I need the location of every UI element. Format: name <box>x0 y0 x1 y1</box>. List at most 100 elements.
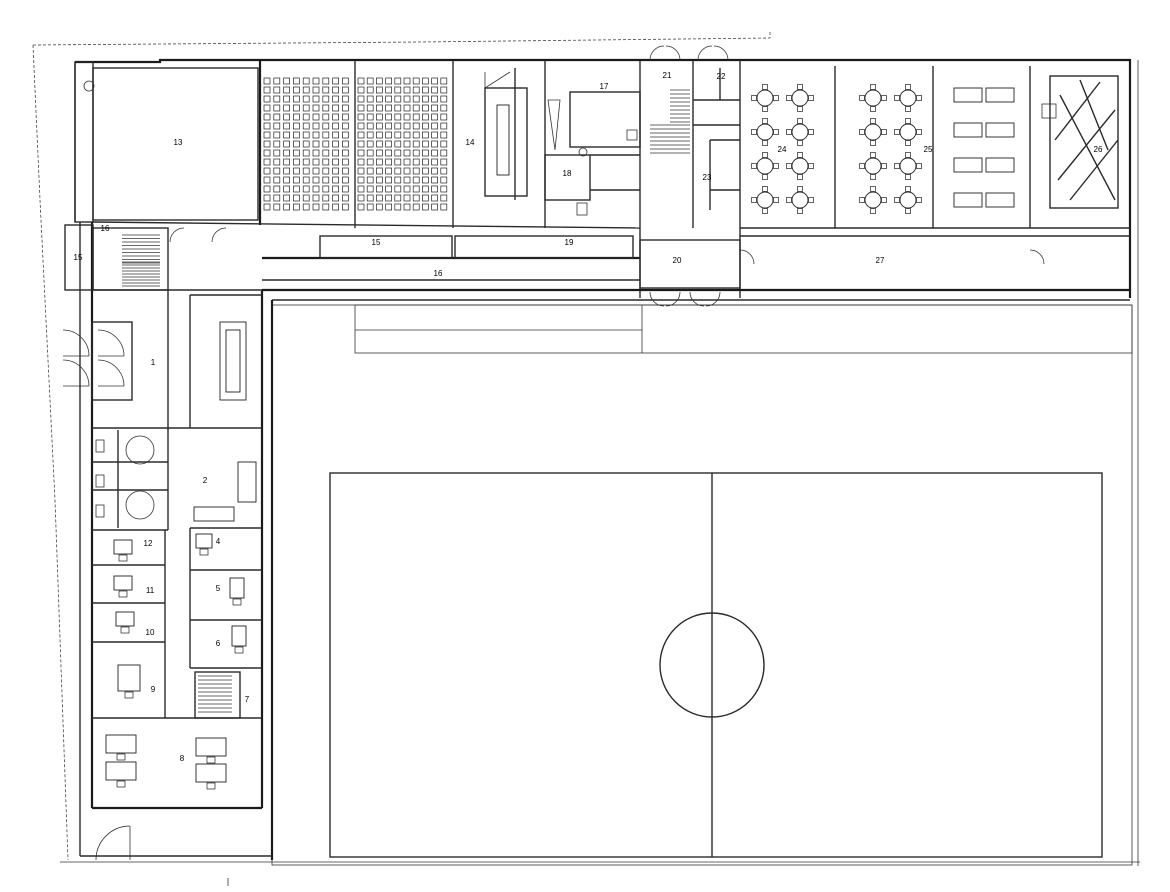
desk <box>195 533 213 549</box>
desk-chair <box>199 548 209 556</box>
table-chair <box>797 186 803 192</box>
room-label-24: 24 <box>778 145 787 154</box>
seat <box>366 122 374 130</box>
seat <box>412 122 420 130</box>
room-label-14: 14 <box>466 138 475 147</box>
table-chair <box>870 118 876 124</box>
seat <box>283 176 290 184</box>
seat <box>440 158 448 166</box>
seat <box>403 77 411 85</box>
seat <box>394 185 402 193</box>
toilet-bowl <box>95 474 105 488</box>
seat <box>273 86 281 94</box>
table-chair <box>859 197 865 203</box>
table-chair <box>881 197 887 203</box>
desk <box>195 737 227 757</box>
seat <box>412 95 420 103</box>
rect-table <box>953 157 983 173</box>
desk-chair <box>206 782 216 790</box>
room-label-17: 17 <box>600 82 609 91</box>
seat <box>440 149 448 157</box>
round-table <box>899 89 917 107</box>
seat <box>342 140 349 148</box>
table-chair <box>786 129 792 135</box>
table-chair <box>870 84 876 90</box>
seat <box>342 149 349 157</box>
seat <box>342 176 349 184</box>
desk <box>117 664 141 692</box>
seat <box>273 194 281 202</box>
corridor-north <box>319 235 741 289</box>
door-swing <box>62 329 90 357</box>
seat <box>357 104 365 112</box>
seat <box>273 104 281 112</box>
table-chair <box>916 197 922 203</box>
seat <box>332 185 339 193</box>
seat <box>403 149 411 157</box>
seat <box>422 131 429 139</box>
seat <box>366 86 374 94</box>
room-26-art <box>1041 75 1119 209</box>
room-label-15a: 15 <box>74 253 83 262</box>
table-chair <box>905 140 911 146</box>
seat <box>263 95 271 103</box>
seat <box>440 131 448 139</box>
seat <box>302 95 310 103</box>
seat <box>440 194 448 202</box>
seat <box>332 194 339 202</box>
room-label-26: 26 <box>1094 145 1103 154</box>
seat <box>403 140 411 148</box>
seat <box>332 140 339 148</box>
seat <box>283 194 290 202</box>
seat <box>376 140 383 148</box>
seat <box>394 149 402 157</box>
seat <box>376 203 383 211</box>
desk <box>115 611 135 627</box>
seat <box>385 140 392 148</box>
seat <box>342 122 349 130</box>
table-chair <box>916 95 922 101</box>
seat <box>422 167 429 175</box>
seat <box>403 167 411 175</box>
desk <box>231 625 247 647</box>
seat <box>440 113 448 121</box>
seat <box>431 158 438 166</box>
table-chair <box>905 106 911 112</box>
seat <box>293 77 300 85</box>
seat <box>263 176 271 184</box>
seat <box>366 194 374 202</box>
seat <box>283 149 290 157</box>
seat <box>366 140 374 148</box>
seat <box>376 122 383 130</box>
seat <box>366 176 374 184</box>
desk-chair <box>124 691 134 699</box>
round-table <box>756 89 774 107</box>
seat <box>342 194 349 202</box>
seat <box>376 185 383 193</box>
seat <box>302 122 310 130</box>
seat <box>366 149 374 157</box>
seat <box>322 194 330 202</box>
seat <box>342 104 349 112</box>
seat <box>385 203 392 211</box>
seat <box>273 203 281 211</box>
seat <box>342 77 349 85</box>
round-table <box>899 191 917 209</box>
door-swing <box>169 227 185 243</box>
round-table <box>899 157 917 175</box>
seat <box>283 203 290 211</box>
seat <box>263 203 271 211</box>
table-chair <box>808 163 814 169</box>
rect-table <box>985 87 1015 103</box>
table-chair <box>762 152 768 158</box>
seat <box>293 185 300 193</box>
desk <box>105 761 137 781</box>
table-chair <box>808 95 814 101</box>
seat <box>312 203 320 211</box>
seat <box>385 131 392 139</box>
service-core <box>544 60 740 228</box>
seat <box>283 113 290 121</box>
seat <box>422 77 429 85</box>
doors <box>95 45 1045 861</box>
seat <box>302 86 310 94</box>
